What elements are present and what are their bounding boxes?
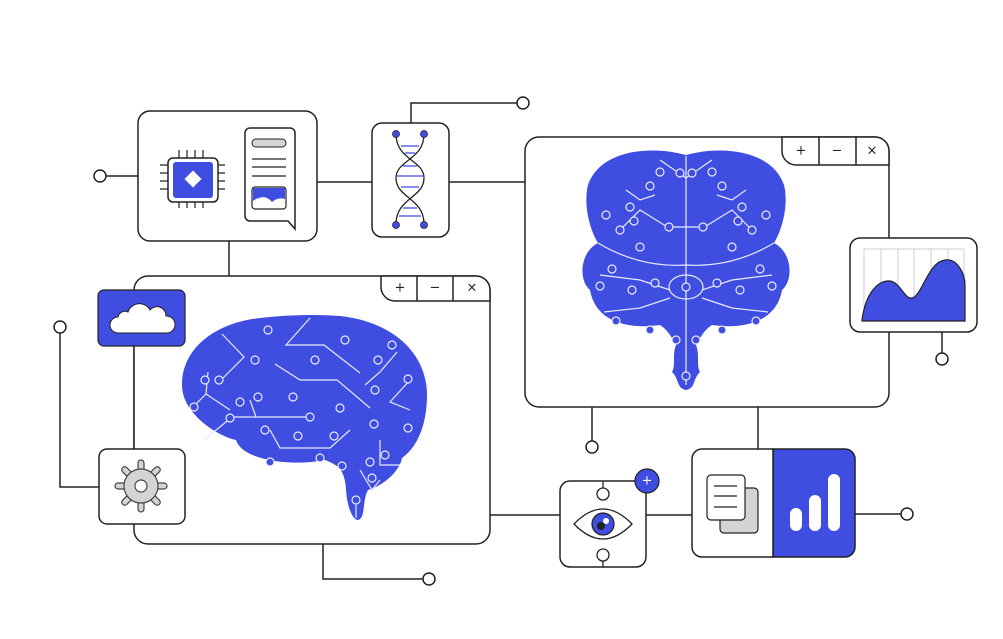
dna-icon [392, 130, 428, 229]
cloud-icon [109, 303, 176, 334]
eye-card: + [559, 468, 660, 568]
cpu-chip-icon [160, 150, 225, 208]
minimize-button[interactable]: − [832, 144, 843, 159]
document-chat-icon [244, 127, 296, 231]
maximize-button[interactable]: + [796, 144, 807, 159]
area-chart-card [849, 237, 978, 333]
connector-nodes [53, 96, 949, 586]
gear-card [98, 448, 186, 525]
window-controls-right: + − × [781, 136, 890, 166]
cloud-card [97, 289, 186, 347]
report-card [691, 448, 856, 558]
area-chart-icon [861, 248, 966, 322]
minimize-button[interactable]: − [430, 281, 441, 296]
chip-document-card [137, 110, 318, 242]
close-button[interactable]: × [867, 144, 878, 159]
dna-card [371, 122, 450, 238]
brain-side-icon [182, 314, 427, 520]
maximize-button[interactable]: + [395, 281, 406, 296]
add-badge[interactable]: + [634, 468, 660, 494]
bar-chart-icon [790, 474, 840, 531]
plus-icon: + [642, 474, 653, 489]
connector-lines [59, 102, 943, 580]
brain-top-icon [582, 150, 790, 390]
documents-icon [706, 474, 759, 534]
left-brain-window: + − × [133, 275, 491, 545]
close-button[interactable]: × [467, 281, 478, 296]
eye-icon [573, 508, 633, 540]
gear-icon [114, 459, 168, 513]
window-controls-left: + − × [380, 275, 491, 302]
right-brain-window: + − × [524, 136, 890, 408]
